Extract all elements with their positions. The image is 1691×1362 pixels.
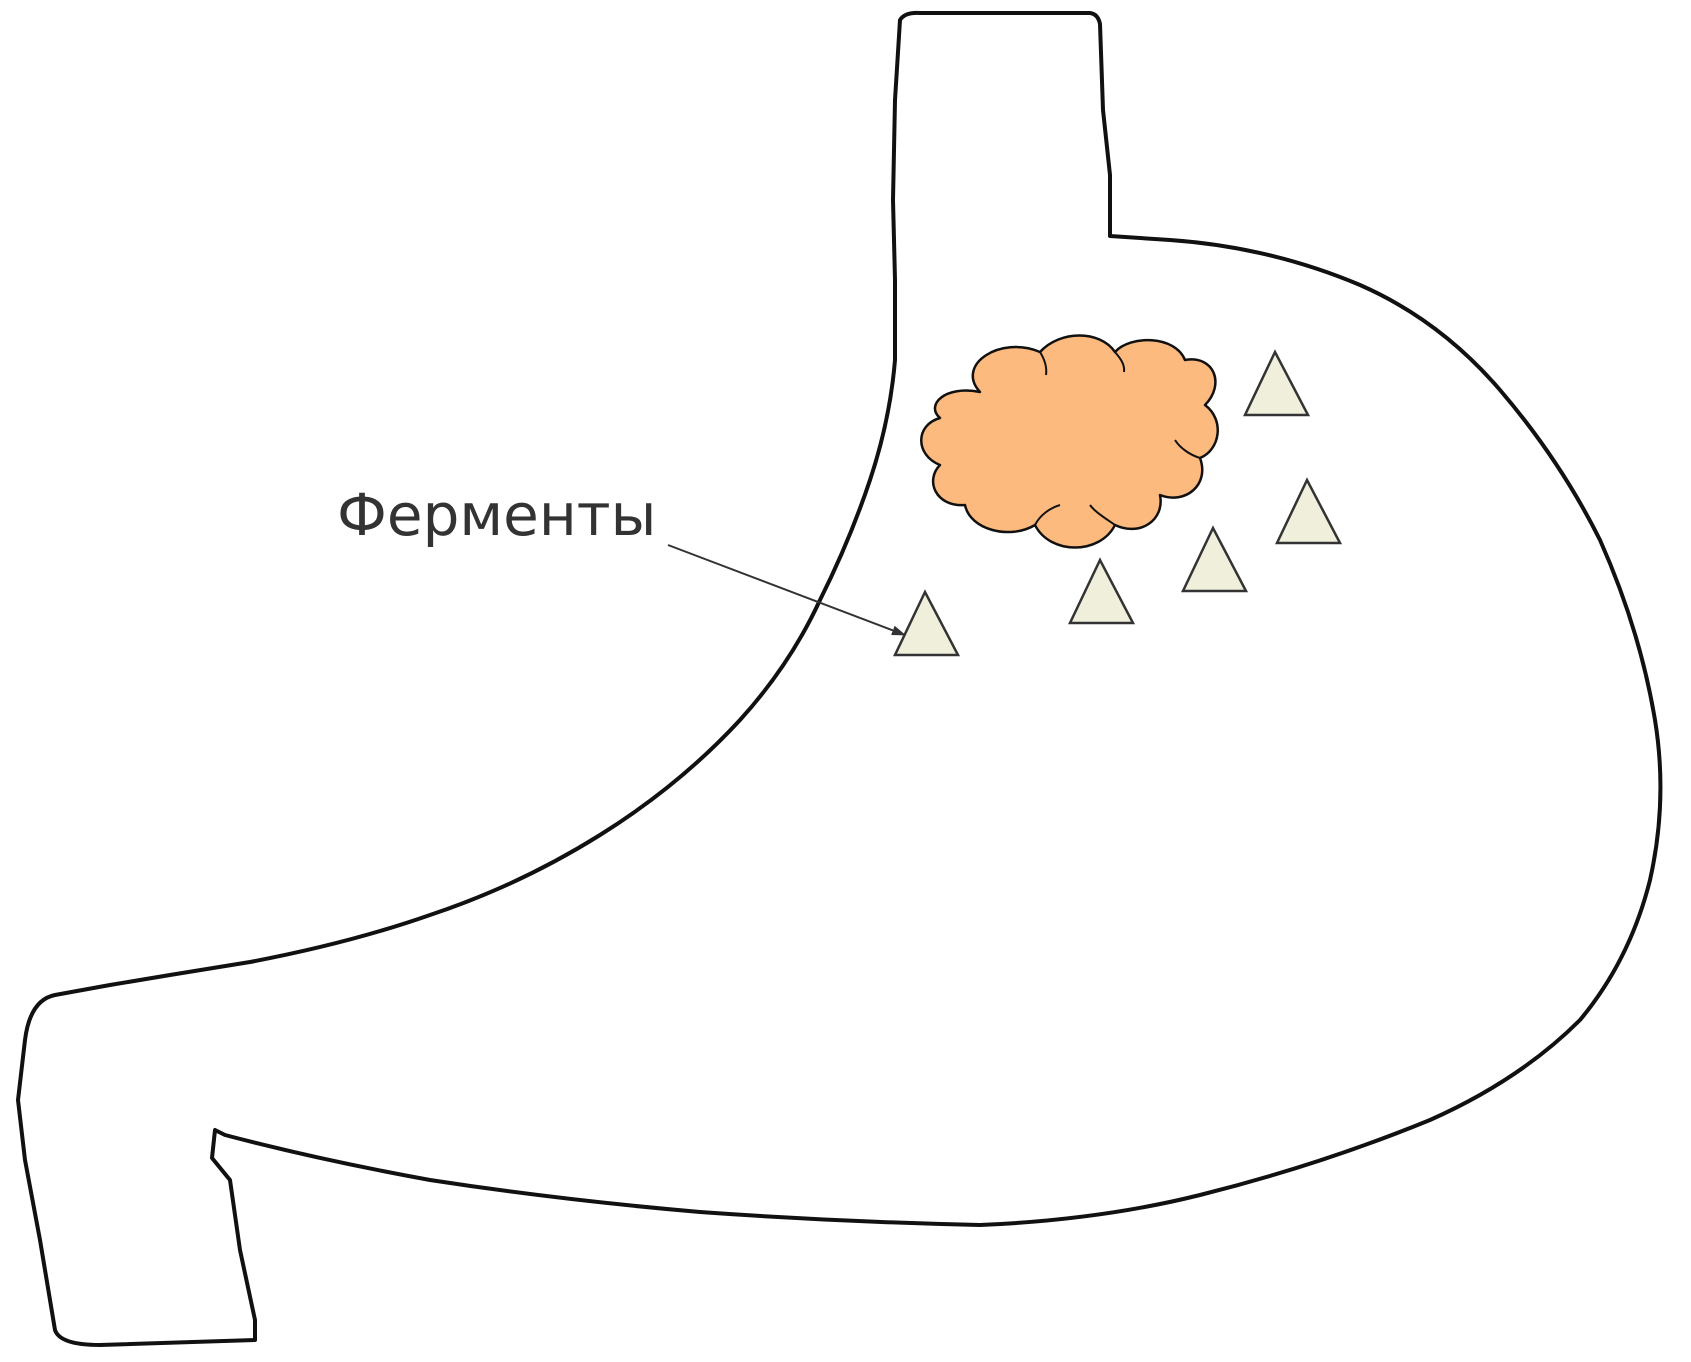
enzyme-triangle [1277, 480, 1340, 543]
enzymes-label: Ферменты [337, 481, 656, 549]
enzyme-triangle [1070, 560, 1133, 623]
enzyme-triangle [1183, 528, 1246, 591]
label-arrow [668, 545, 905, 635]
stomach-outline [18, 13, 1660, 1345]
food-cloud [921, 336, 1217, 548]
enzyme-triangle [895, 592, 958, 655]
enzyme-triangle [1245, 352, 1308, 415]
